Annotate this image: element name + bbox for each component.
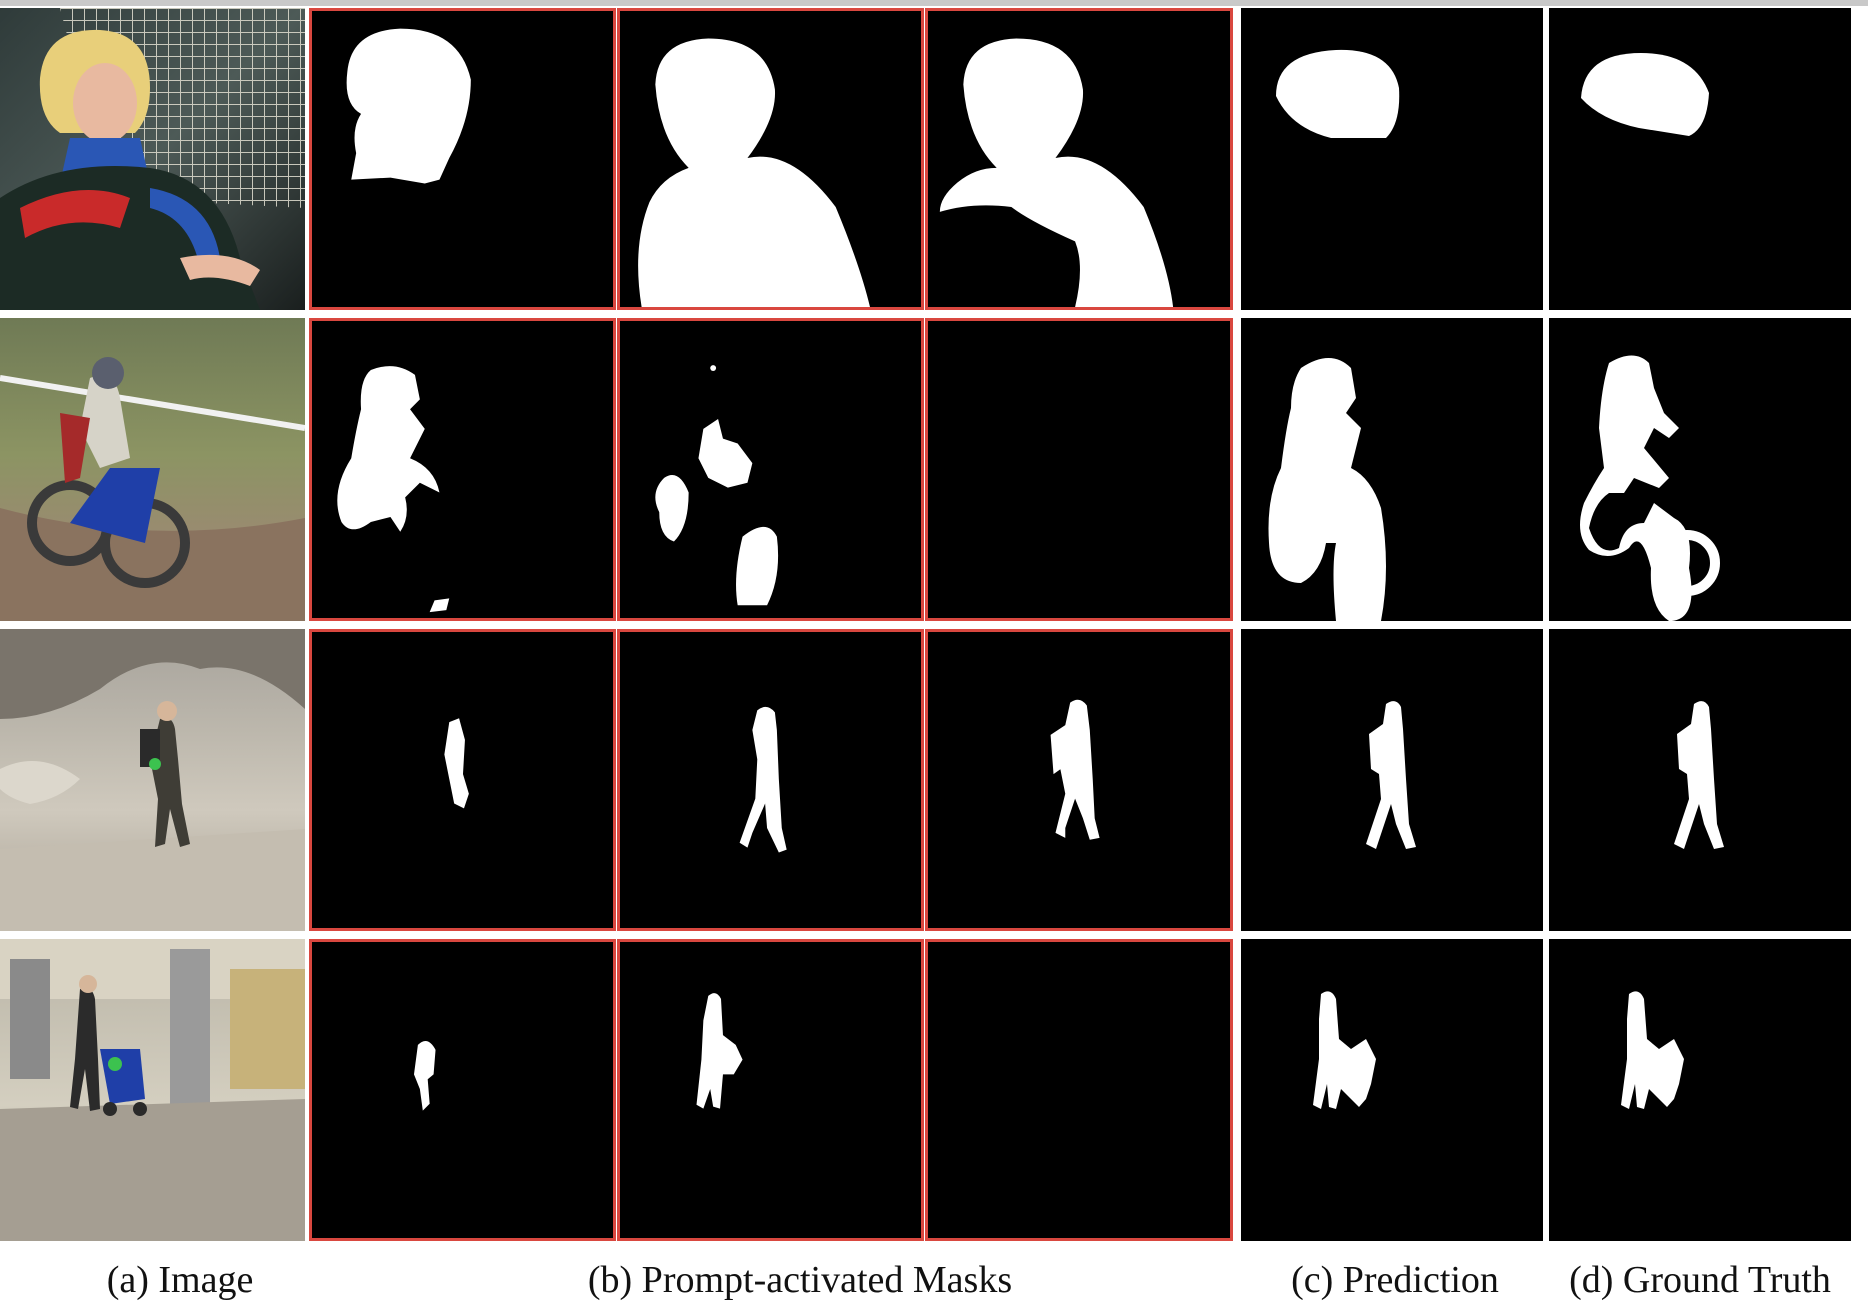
mask-shape (939, 38, 1174, 307)
prediction-r2 (1241, 318, 1543, 621)
prompt-mask-r2-2 (617, 318, 924, 621)
stroller-photo-illustration (0, 939, 305, 1241)
mask-shape (444, 718, 469, 809)
prompt-mask-r1-2 (617, 8, 924, 310)
mask-shape (928, 942, 1230, 1238)
prompt-mask-r3-2 (617, 629, 924, 931)
mask-shape (346, 28, 471, 184)
mask-shape (696, 993, 743, 1109)
input-image-motorbike (0, 318, 305, 621)
caption-prompt-masks: (b) Prompt-activated Masks (587, 1259, 1013, 1301)
prediction-r4 (1241, 939, 1543, 1241)
ground-truth-r4 (1549, 939, 1851, 1241)
mask-shape (413, 1040, 436, 1111)
mask-shape (1050, 699, 1100, 840)
prompt-mask-r4-1 (309, 939, 616, 1241)
prompt-mask-r4-3 (925, 939, 1233, 1241)
prompt-mask-r2-3 (925, 318, 1233, 621)
caption-prediction: (c) Prediction (1291, 1259, 1499, 1301)
input-image-woman (0, 8, 305, 310)
mask-shape (1581, 53, 1709, 136)
caption-ground-truth: (d) Ground Truth (1569, 1259, 1831, 1301)
prompt-mask-r3-1 (309, 629, 616, 931)
ground-truth-r3 (1549, 629, 1851, 931)
mask-shape (1621, 991, 1684, 1109)
input-image-stroller (0, 939, 305, 1241)
prediction-r1 (1241, 8, 1543, 310)
mask-shape (638, 38, 870, 307)
mask-shape (1674, 701, 1724, 849)
hiker-photo-illustration (0, 629, 305, 931)
ground-truth-r1 (1549, 8, 1851, 310)
mask-shape (1366, 701, 1416, 849)
mask-shape (337, 366, 450, 613)
motorbike-photo-illustration (0, 357, 305, 621)
input-image-hiker (0, 629, 305, 931)
prompt-mask-r3-3 (925, 629, 1233, 931)
prompt-mask-r1-1 (309, 8, 616, 310)
mask-shape (1276, 49, 1400, 138)
mask-shape (1580, 355, 1720, 621)
mask-shape (1268, 358, 1386, 621)
mask-shape (928, 321, 1230, 618)
prediction-r3 (1241, 629, 1543, 931)
mask-shape (739, 706, 787, 853)
mask-shape (1313, 991, 1376, 1109)
prompt-mask-r1-3 (925, 8, 1233, 310)
prompt-mask-r2-1 (309, 318, 616, 621)
prompt-mask-r4-2 (617, 939, 924, 1241)
ground-truth-r2 (1549, 318, 1851, 621)
mask-shape (655, 365, 779, 606)
caption-image: (a) Image (106, 1259, 254, 1301)
top-border (0, 0, 1868, 6)
woman-photo-illustration (0, 8, 305, 310)
